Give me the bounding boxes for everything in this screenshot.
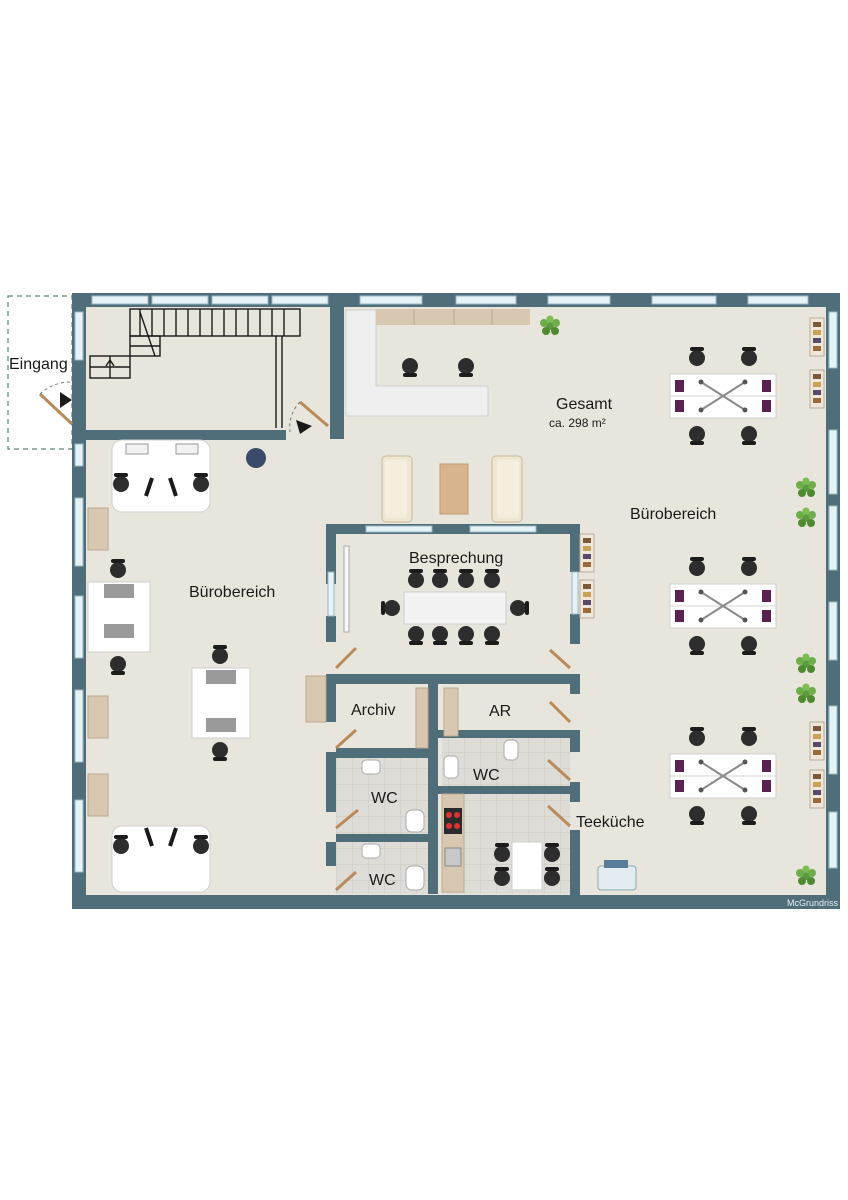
room-label-buerobereich-right: Bürobereich [630,506,717,523]
room-label-gesamt-area: ca. 298 m² [549,416,606,430]
meeting-table [343,545,529,645]
wc-fixtures [361,739,519,891]
reception-counter [345,309,530,417]
credit-label: McGrundriss [787,898,839,908]
stair-door [289,400,329,434]
entrance-door [38,381,74,426]
room-label-eingang: Eingang [9,356,68,373]
room-label-besprechung: Besprechung [409,550,504,567]
shelf-icon [809,369,825,409]
room-label-gesamt: Gesamt [556,396,613,413]
cabinets-left [87,507,459,817]
kitchen [441,793,560,893]
shelf-icon [809,317,825,357]
room-label-ar: AR [489,703,512,720]
room-label-wc-right: WC [473,767,500,784]
workstation-mid-left-1 [87,559,151,675]
workstation-bottom-left [111,825,211,893]
entrance-area [7,295,73,450]
staircase [89,308,301,428]
shelf-icon [809,721,825,761]
room-label-teekueche: Teeküche [576,814,645,831]
room-label-wc-lower: WC [369,872,396,889]
shelf-icon [579,533,595,573]
meeting-room-windows [327,525,579,617]
copier-icon [597,860,637,891]
meeting-door [334,646,572,670]
wc-doors [334,700,572,892]
interior-walls [86,307,580,895]
windows-top [91,295,809,305]
shelf-icon [809,769,825,809]
room-label-wc-mid: WC [371,790,398,807]
workstation-top-left [111,439,211,513]
windows-right [828,311,838,869]
room-label-buerobereich-left: Bürobereich [189,584,276,601]
windows-left [74,311,84,873]
workstation-mid-left-2 [191,645,251,761]
office-chair-icon [246,448,266,468]
shelf-icon [579,579,595,619]
lounge [381,455,523,523]
room-label-archiv: Archiv [351,702,396,719]
